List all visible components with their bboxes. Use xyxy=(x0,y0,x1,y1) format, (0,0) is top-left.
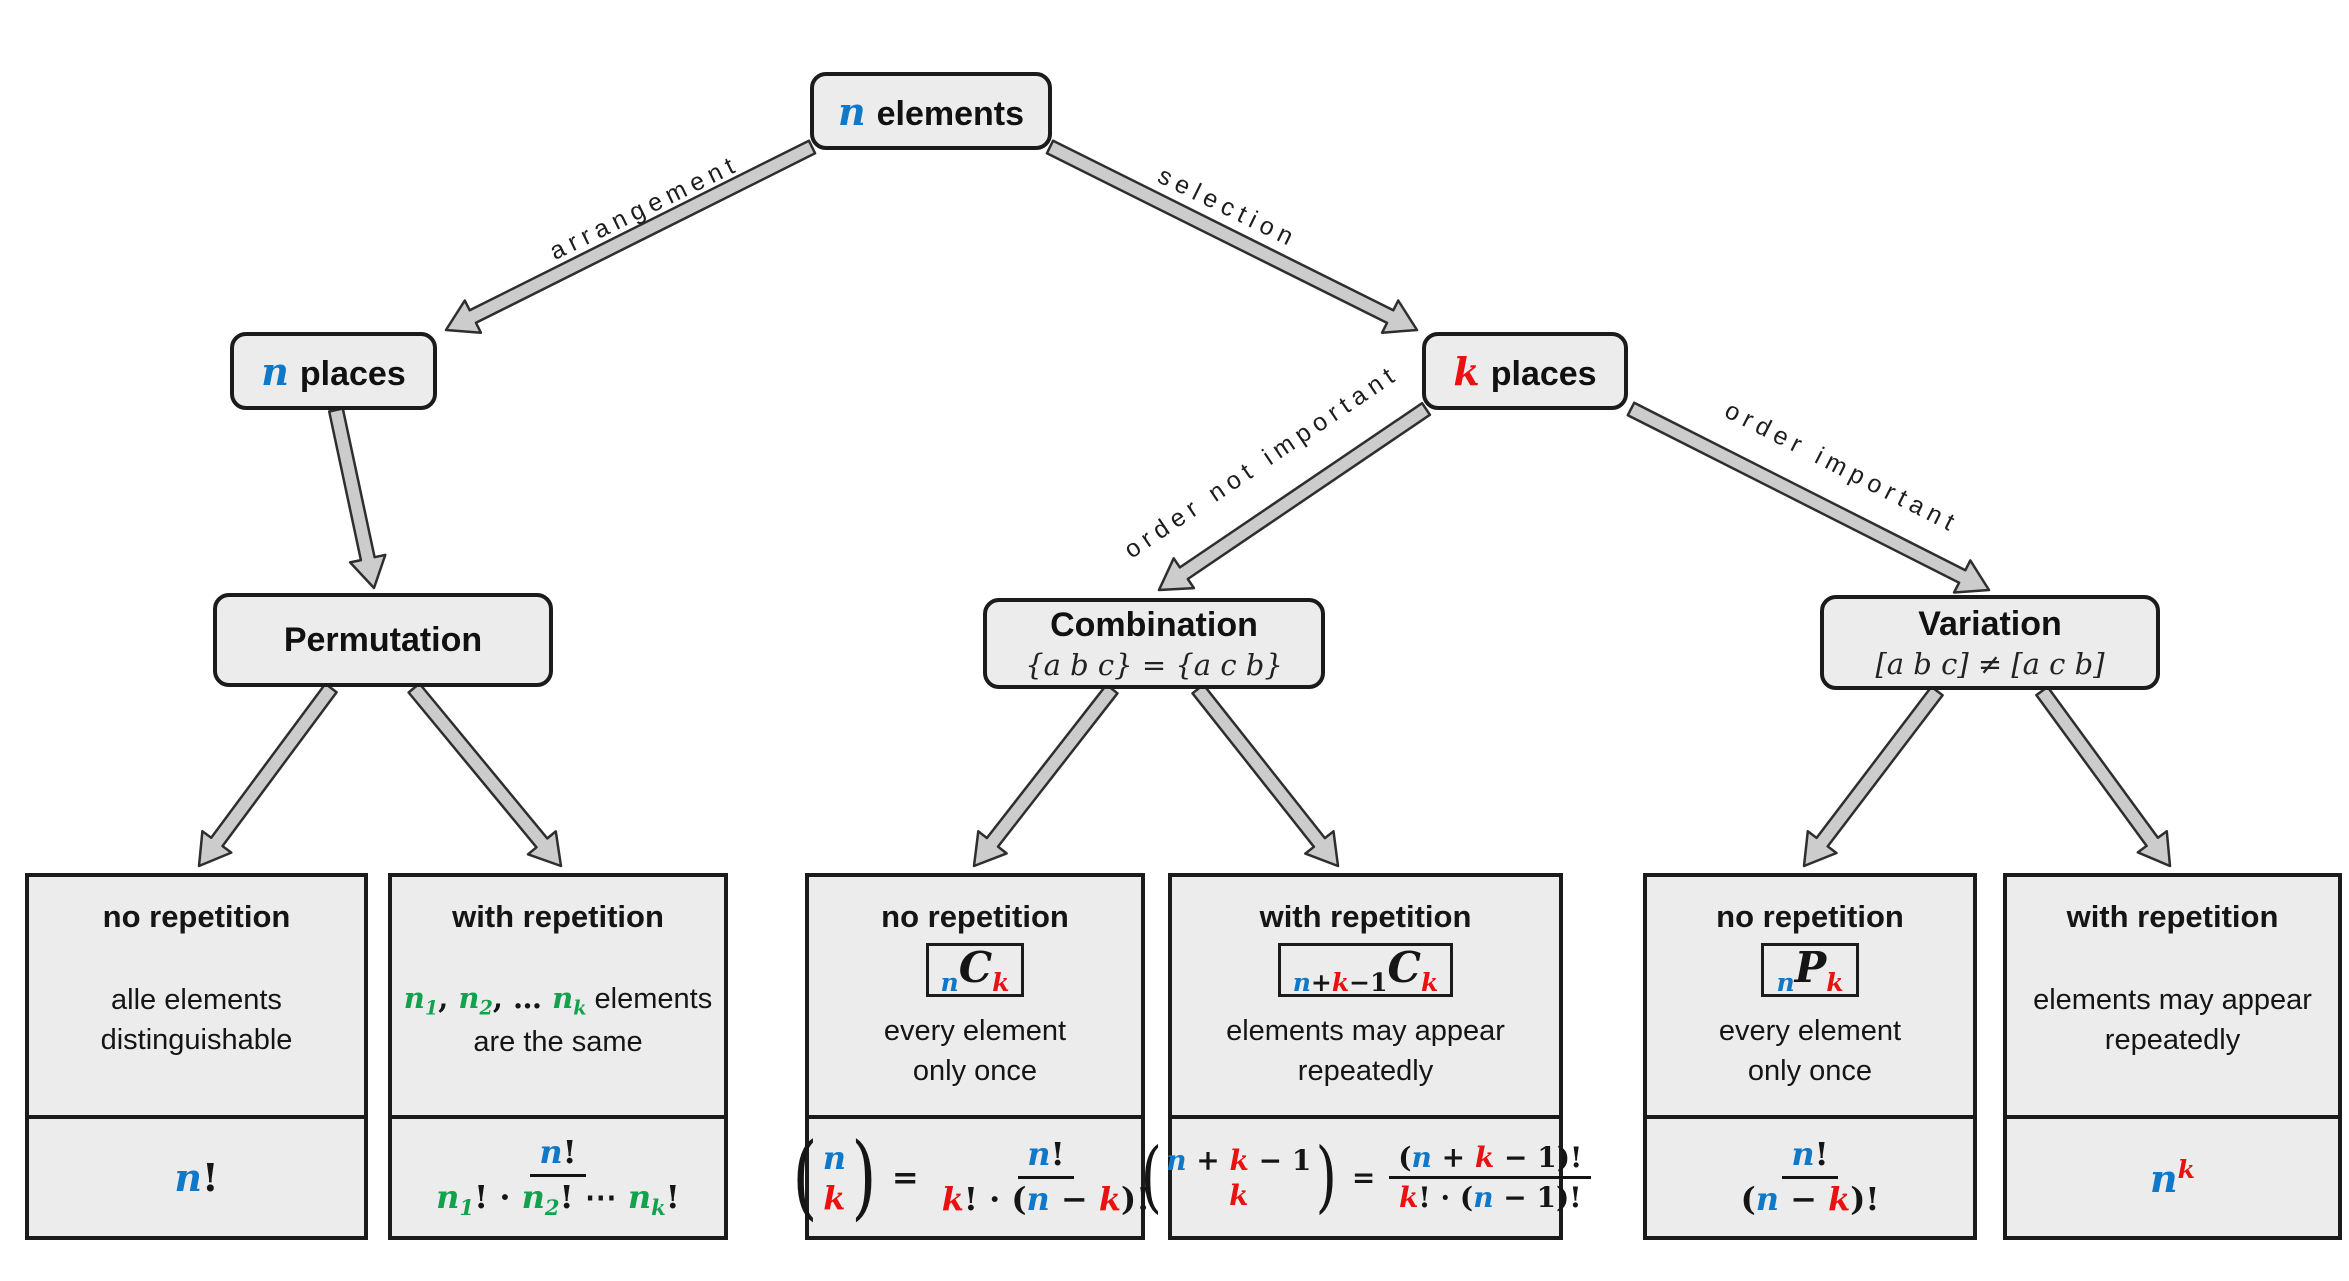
leaf-combination-with-repetition: with repetition n+k−1Ck elements may app… xyxy=(1140,873,1592,1240)
arrow-2 xyxy=(327,407,387,590)
node-n-places-label: places xyxy=(299,354,406,393)
node-k-places: k places xyxy=(1422,332,1628,410)
node-permutation: Permutation xyxy=(213,593,553,687)
leaf-header: no repetition xyxy=(1716,899,1904,934)
formula-multinomial: n!n1! · n2! ⋯ nk! xyxy=(436,1133,680,1220)
leaf-header: no repetition xyxy=(102,899,291,934)
node-n-places: n places xyxy=(230,332,437,410)
symbol-n-plus-k-minus-1-Ck: n+k−1Ck xyxy=(1277,943,1454,997)
leaf-variation-with-repetition: with repetition elements may appear repe… xyxy=(2003,873,2342,1240)
leaf-description: every element only once xyxy=(1718,1014,1902,1087)
arrow-9 xyxy=(1802,685,1944,868)
leaf-variation-no-repetition: no repetition nPk every element only onc… xyxy=(1643,873,1977,1240)
node-variation-subtitle: [a b c] ≠ [a c b] xyxy=(1875,646,2105,681)
arrow-8 xyxy=(1191,683,1340,868)
leaf-description: every element only once xyxy=(883,1014,1067,1087)
leaf-header: with repetition xyxy=(1259,899,1472,934)
leaf-description: elements may appear repeatedly xyxy=(2033,983,2312,1056)
node-combination-title: Combination xyxy=(1050,605,1258,644)
node-n-elements: n elements xyxy=(810,72,1052,150)
leaf-description: elements may appear repeatedly xyxy=(1226,1014,1505,1087)
node-combination: Combination {a b c} = {a c b} xyxy=(983,598,1325,689)
leaf-header: with repetition xyxy=(2066,899,2279,934)
formula-n-power-k: nk xyxy=(2149,1154,2196,1201)
leaf-header: with repetition xyxy=(452,899,664,934)
n-variable: n xyxy=(261,348,289,394)
leaf-permutation-no-repetition: no repetition alle elements distinguisha… xyxy=(25,873,368,1240)
node-n-elements-label: elements xyxy=(876,94,1025,133)
arrow-1 xyxy=(1045,139,1419,334)
arrow-6 xyxy=(1626,401,1991,594)
k-variable: k xyxy=(1453,348,1480,394)
formula-falling-factorial: n!(n − k)! xyxy=(1740,1135,1880,1218)
leaf-combination-no-repetition: no repetition nCk every element only onc… xyxy=(792,873,1151,1240)
node-k-places-label: places xyxy=(1490,354,1597,393)
leaf-permutation-with-repetition: with repetition n1, n2, … nk elements ar… xyxy=(388,873,728,1240)
arrow-7 xyxy=(972,683,1119,868)
n-variable: n xyxy=(837,88,866,134)
arrow-10 xyxy=(2035,685,2172,868)
arrow-3 xyxy=(197,682,338,868)
node-permutation-title: Permutation xyxy=(283,620,483,659)
leaf-description: n1, n2, … nk elements are the same xyxy=(403,981,713,1058)
node-combination-subtitle: {a b c} = {a c b} xyxy=(1025,647,1283,682)
symbol-nPk: nPk xyxy=(1761,943,1859,997)
arrow-4 xyxy=(407,682,563,868)
arrow-0 xyxy=(444,139,817,334)
leaf-description: alle elements distinguishable xyxy=(100,983,293,1056)
node-variation-title: Variation xyxy=(1918,604,2062,643)
formula-n-factorial: n! xyxy=(174,1154,219,1200)
node-variation: Variation [a b c] ≠ [a c b] xyxy=(1820,595,2160,690)
symbol-nCk: nCk xyxy=(925,943,1025,997)
leaf-header: no repetition xyxy=(881,899,1069,934)
arrow-5 xyxy=(1157,401,1432,592)
